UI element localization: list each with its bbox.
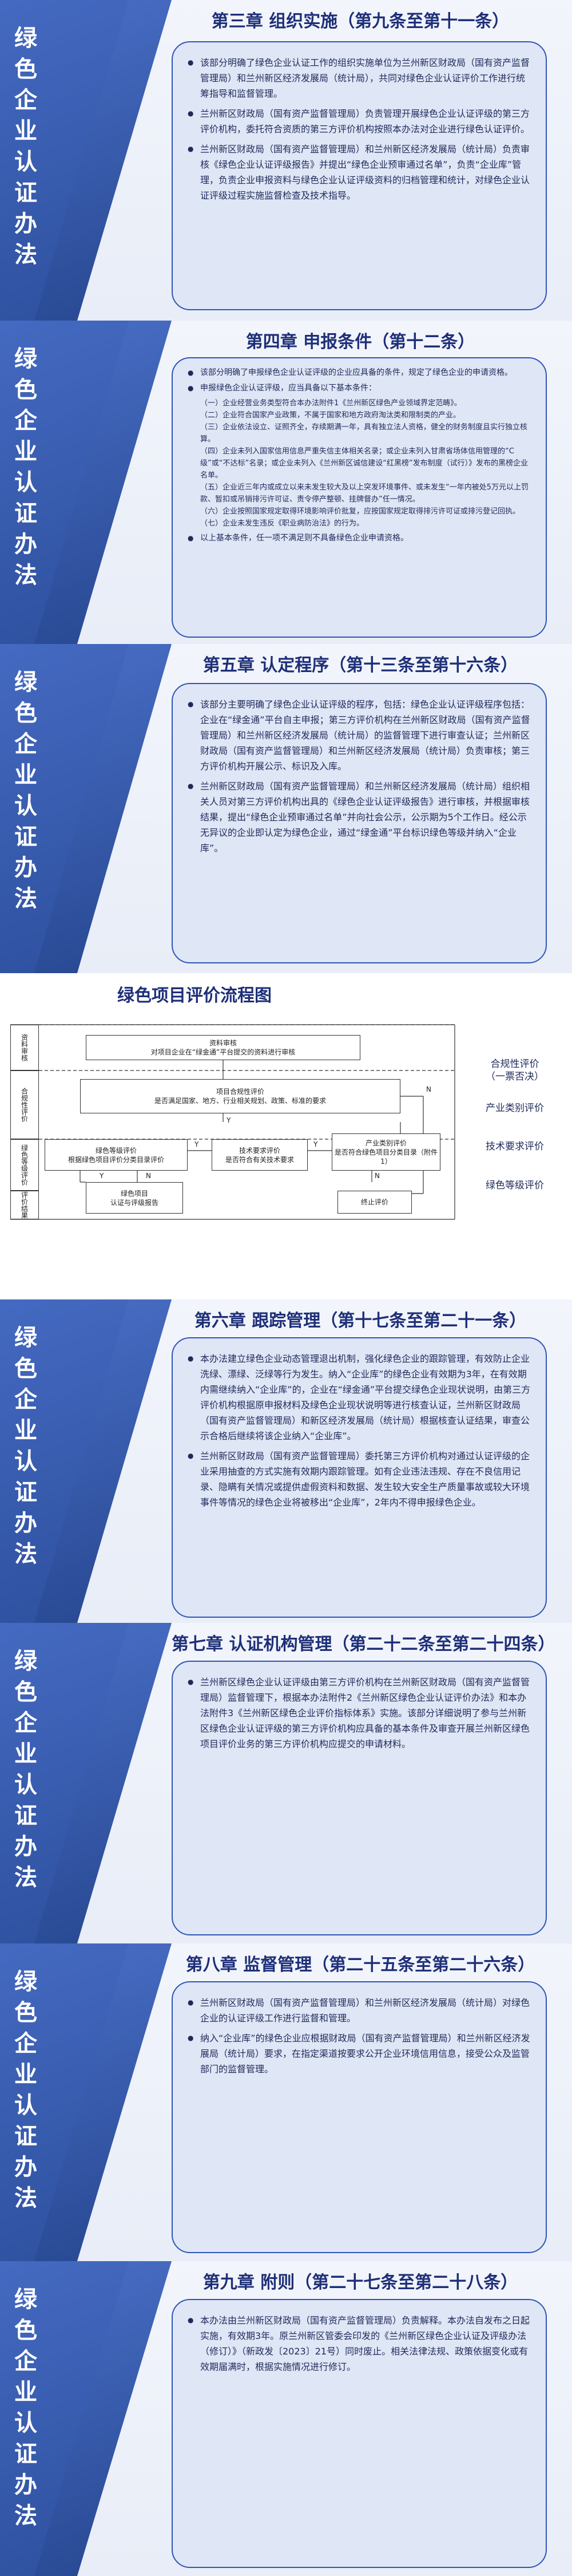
list-item: 本办法建立绿色企业动态管理退出机制，强化绿色企业的跟踪管理，有效防止企业洗绿、漂… (185, 1351, 531, 1444)
list-item: 兰州新区绿色企业认证评级由第三方评价机构在兰州新区财政局（国有资产监督管理局）监… (185, 1674, 531, 1752)
flow-yes-label: Y (100, 1172, 104, 1180)
stage-material: 资料审核 (10, 1025, 39, 1070)
list-item: 兰州新区财政局（国有资产监督管理局）负责管理开展绿色企业认证评级的第三方评价机构… (185, 106, 531, 137)
side-label-compliance: 合规性评价 （一票否决） (486, 1058, 544, 1082)
vertical-title: 绿色企业认证办法 (14, 1969, 37, 2211)
flow-yes-label: Y (313, 1140, 318, 1148)
flow-yes-label: Y (227, 1116, 231, 1124)
slide-chapter-8: 绿色企业认证办法 第八章 监督管理（第二十五条至第二十六条） 兰州新区财政局（国… (0, 1943, 572, 2261)
flow-no-label: N (426, 1085, 431, 1093)
side-label-tech: 技术要求评价 (486, 1141, 544, 1152)
compliance-review-box: 项目合规性评价 是否满足国家、地方、行业相关规划、政策、标准的要求 (80, 1079, 400, 1113)
chapter-heading: 第五章 认定程序（第十三条至第十六条） (202, 655, 518, 675)
list-item: 兰州新区财政局（国有资产监督管理局）和兰州新区经济发展局（统计局）组织相关人员对… (185, 779, 531, 856)
content-box: 兰州新区财政局（国有资产监督管理局）和兰州新区经济发展局（统计局）对绿色企业的认… (172, 1981, 547, 2253)
slide-chapter-3: 绿色企业认证办法 第三章 组织实施（第九条至第十一条） 该部分明确了绿色企业认证… (0, 0, 572, 321)
condition-item: （七）企业未发生违反《职业病防治法》的行为。 (200, 519, 364, 528)
vertical-title: 绿色企业认证办法 (14, 1325, 37, 1567)
list-item: 兰州新区财政局（国有资产监督管理局）和兰州新区经济发展局（统计局）负责审核《绿色… (185, 141, 531, 203)
condition-item: （三）企业依法设立、证照齐全，存续期满一年，具有独立法人资格，健全的财务制度且实… (200, 423, 528, 444)
chapter-heading: 第七章 认证机构管理（第二十二条至第二十四条） (172, 1634, 555, 1654)
chapter-heading: 第九章 附则（第二十七条至第二十八条） (202, 2273, 518, 2293)
slide-chapter-4: 绿色企业认证办法 第四章 申报条件（第十二条） 该部分明确了申报绿色企业认证评级… (0, 321, 572, 644)
vertical-title: 绿色企业认证办法 (14, 346, 37, 588)
content-box: 该部分明确了绿色企业认证工作的组织实施单位为兰州新区财政局（国有资产监督管理局）… (172, 41, 547, 310)
list-item: 该部分明确了绿色企业认证工作的组织实施单位为兰州新区财政局（国有资产监督管理局）… (185, 55, 531, 101)
content-box: 本办法由兰州新区财政局（国有资产监督管理局）负责解释。本办法自发布之日起实施，有… (172, 2299, 547, 2568)
flowchart-title: 绿色项目评价流程图 (117, 986, 272, 1006)
slide-chapter-5: 绿色企业认证办法 第五章 认定程序（第十三条至第十六条） 该部分主要明确了绿色企… (0, 644, 572, 973)
content-box: 该部分主要明确了绿色企业认证评级的程序，包括：绿色企业认证评级程序包括：企业在“… (172, 683, 547, 963)
vertical-title: 绿色企业认证办法 (14, 2286, 37, 2529)
chapter-heading: 第六章 跟踪管理（第十七条至第二十一条） (194, 1311, 527, 1331)
content-box: 兰州新区绿色企业认证评级由第三方评价机构在兰州新区财政局（国有资产监督管理局）监… (172, 1661, 547, 1935)
content-box: 该部分明确了申报绿色企业认证评级的企业应具备的条件，规定了绿色企业的申请资格。 … (172, 357, 547, 638)
flow-no-label: N (146, 1172, 151, 1180)
list-item: 纳入“企业库”的绿色企业应根据财政局（国有资产监督管理局）和兰州新区经济发展局（… (185, 2030, 531, 2077)
stop-evaluation-box: 终止评价 (337, 1191, 412, 1214)
chapter-heading: 第四章 申报条件（第十二条） (245, 332, 475, 352)
side-label-category: 产业类别评价 (486, 1103, 544, 1114)
list-item: 该部分明确了申报绿色企业认证评级的企业应具备的条件，规定了绿色企业的申请资格。 (185, 366, 531, 380)
list-item: 兰州新区财政局（国有资产监督管理局）和兰州新区经济发展局（统计局）对绿色企业的认… (185, 1995, 531, 2026)
material-review-box: 资料审核 对项目企业在“绿金通”平台提交的资料进行审核 (86, 1035, 360, 1060)
condition-item: （一）企业经营业务类型符合本办法附件1《兰州新区绿色产业领域界定范畴》。 (200, 399, 462, 408)
flowchart-section: 绿色项目评价流程图 资料审核 合规性评价 绿色等级评价 评价结果 资料审核 对项… (0, 973, 572, 1299)
tech-evaluation-box: 技术要求评价 是否符合有关技术要求 (212, 1139, 308, 1171)
slide-chapter-6: 绿色企业认证办法 第六章 跟踪管理（第十七条至第二十一条） 本办法建立绿色企业动… (0, 1299, 572, 1623)
condition-item: （四）企业未列入国家信用信息严重失信主体相关名录；或企业未列入甘肃省场体信用管理… (200, 447, 529, 480)
flow-no-label: N (375, 1172, 380, 1180)
grade-evaluation-box: 绿色等级评价 根据绿色项目评价分类目录评价 (45, 1139, 188, 1171)
list-item: 该部分主要明确了绿色企业认证评级的程序，包括：绿色企业认证评级程序包括：企业在“… (185, 697, 531, 774)
slide-chapter-9: 绿色企业认证办法 第九章 附则（第二十七条至第二十八条） 本办法由兰州新区财政局… (0, 2261, 572, 2576)
condition-item: （二）企业符合国家产业政策，不属于国家和地方政府淘汰类和限制类的产业。 (200, 411, 461, 420)
list-item: 以上基本条件，任一项不满足则不具备绿色企业申请资格。 (185, 532, 531, 545)
stage-result: 评价结果 (10, 1191, 39, 1219)
slide-chapter-7: 绿色企业认证办法 第七章 认证机构管理（第二十二条至第二十四条） 兰州新区绿色企… (0, 1623, 572, 1943)
list-item: 本办法由兰州新区财政局（国有资产监督管理局）负责解释。本办法自发布之日起实施，有… (185, 2313, 531, 2374)
list-item: 申报绿色企业认证评级，应当具备以下基本条件： (185, 382, 531, 395)
flow-yes-label: Y (194, 1140, 199, 1148)
side-label-grade: 绿色等级评价 (486, 1180, 544, 1191)
condition-item: （六）企业按照国家规定取得环境影响评价批复，应按国家规定取得排污许可证或排污登记… (200, 507, 521, 516)
vertical-title: 绿色企业认证办法 (14, 25, 37, 268)
content-box: 本办法建立绿色企业动态管理退出机制，强化绿色企业的跟踪管理，有效防止企业洗绿、漂… (172, 1337, 547, 1618)
condition-item: （五）企业近三年内或成立以来未发生较大及以上突发环境事件、或未发生“一年内被处5… (200, 483, 529, 504)
chapter-heading: 第八章 监督管理（第二十五条至第二十六条） (185, 1955, 535, 1975)
chapter-heading: 第三章 组织实施（第九条至第十一条） (211, 11, 510, 31)
category-evaluation-box: 产业类别评价 是否符合绿色项目分类目录（附件1） (332, 1133, 440, 1171)
list-item: 兰州新区财政局（国有资产监督管理局）委托第三方评价机构对通过认证评级的企业采用抽… (185, 1448, 531, 1510)
stage-compliance: 合规性评价 (10, 1070, 39, 1139)
vertical-title: 绿色企业认证办法 (14, 1648, 37, 1891)
report-box: 绿色项目 认证与评级报告 (86, 1182, 183, 1214)
stage-grade: 绿色等级评价 (10, 1139, 39, 1191)
flowchart-connectors (10, 1024, 455, 1220)
vertical-title: 绿色企业认证办法 (14, 669, 37, 912)
